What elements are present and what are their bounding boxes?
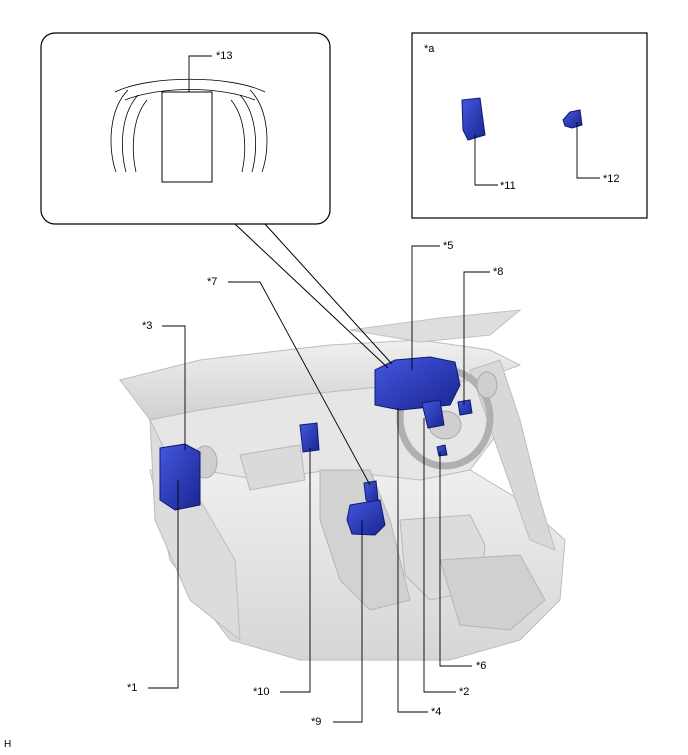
component-combination-meter [374, 356, 461, 411]
callout-c10: *10 [253, 686, 270, 698]
leader-c9 [333, 520, 363, 723]
callout-c2: *2 [459, 686, 470, 698]
leader-c12 [576, 122, 600, 179]
callout-c3: *3 [142, 320, 153, 332]
meter-detail-inset [40, 32, 331, 225]
meter-hood-outline-inner [124, 89, 256, 101]
meter-center-display [161, 91, 213, 183]
meter-right-gauge-arc-mid [230, 99, 246, 173]
leader-c3 [162, 325, 186, 450]
component-wheel-switch [457, 399, 473, 416]
corner-mark: H [4, 739, 12, 750]
meter-right-gauge-arc [249, 89, 268, 173]
meter-left-gauge-arc-inner [122, 94, 139, 173]
leader-c10 [280, 448, 311, 693]
callout-c9: *9 [311, 716, 322, 728]
callout-c13: *13 [216, 50, 233, 62]
leader-c5 [411, 245, 440, 370]
right-air-vent [476, 371, 498, 399]
component-left-module [159, 443, 201, 511]
leader-c1 [148, 480, 179, 689]
inset-connector-line-1 [264, 223, 393, 365]
callout-c12: *12 [603, 173, 620, 185]
inset-connector-line-2 [234, 223, 389, 369]
callout-c1: *1 [127, 682, 138, 694]
leader-c11 [474, 135, 498, 186]
windshield-base [349, 309, 522, 343]
inset-a-frame [411, 32, 648, 219]
callout-c4: *4 [431, 706, 442, 718]
callout-c11: *11 [500, 180, 516, 192]
component-steering-column [421, 399, 445, 429]
component-inset-unit-11 [461, 97, 486, 141]
leader-c4 [397, 408, 428, 713]
callout-c6: *6 [476, 660, 487, 672]
component-shift-base [346, 499, 386, 536]
glove-box [239, 444, 306, 491]
leader-c2 [423, 418, 456, 693]
callout-c8: *8 [493, 266, 504, 278]
meter-left-gauge-arc-mid [132, 99, 148, 173]
meter-left-gauge-arc [110, 89, 129, 173]
meter-right-gauge-arc-inner [239, 94, 256, 173]
leader-c6 [439, 452, 472, 667]
callout-c5: *5 [443, 240, 454, 252]
callout-ca: *a [424, 43, 435, 55]
callout-c7: *7 [207, 276, 218, 288]
leader-c13 [188, 55, 212, 92]
highlighted-components [159, 356, 473, 536]
detail-inset-a [411, 32, 648, 219]
rear-footwell [439, 554, 546, 631]
leader-lines [148, 245, 490, 723]
component-center-stack-unit [299, 422, 320, 453]
component-lower-sensor [436, 444, 448, 457]
leader-c7 [228, 281, 371, 486]
leader-c8 [463, 271, 490, 405]
meter-hood-outline [114, 78, 266, 93]
